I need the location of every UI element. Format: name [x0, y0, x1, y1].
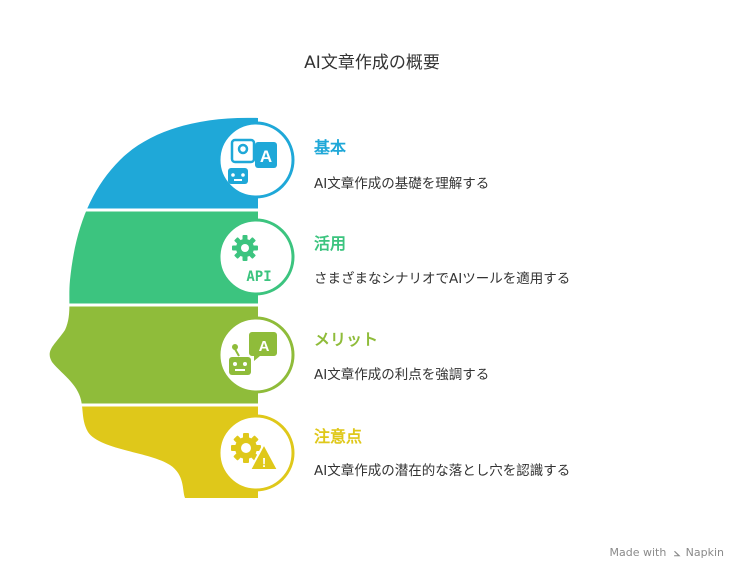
svg-text:API: API — [246, 269, 271, 285]
section-title-usage: 活用 — [314, 234, 347, 253]
gear-api-icon: API — [217, 218, 295, 296]
section-desc-basic: AI文章作成の基礎を理解する — [314, 176, 490, 192]
section-desc-merit: AI文章作成の利点を強調する — [314, 367, 490, 383]
robot-letter-a-icon: A — [217, 121, 295, 199]
svg-text:A: A — [259, 338, 270, 355]
napkin-logo-icon: ⦣ — [673, 546, 681, 559]
section-title-caution: 注意点 — [314, 427, 363, 446]
napkin-watermark[interactable]: Made with ⦣ Napkin — [609, 546, 724, 560]
section-desc-caution: AI文章作成の潜在的な落とし穴を認識する — [314, 463, 571, 479]
page-title: AI文章作成の概要 — [304, 53, 440, 73]
section-desc-usage: さまざまなシナリオでAIツールを適用する — [314, 271, 571, 287]
watermark-made-with: Made with — [609, 546, 667, 559]
section-title-basic: 基本 — [314, 138, 347, 157]
section-title-merit: メリット — [314, 330, 379, 349]
svg-text:A: A — [260, 147, 272, 166]
watermark-brand: Napkin — [685, 546, 724, 559]
svg-text:!: ! — [262, 455, 266, 470]
robot-chat-a-icon: A — [217, 316, 295, 394]
gear-warning-icon: ! — [217, 414, 295, 492]
